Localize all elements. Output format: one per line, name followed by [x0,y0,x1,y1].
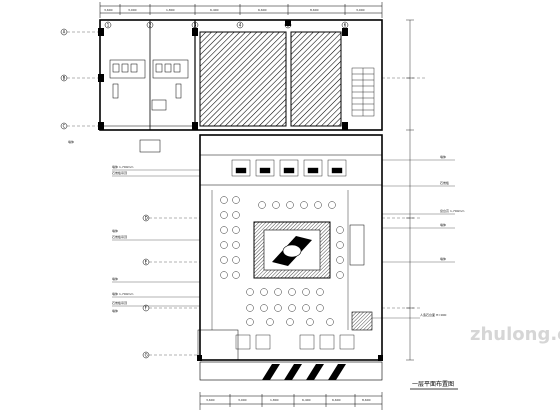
left-note-6: 墙体 [112,276,118,281]
right-notes: 墙体 石膏板 窗台高 1,700mm 墙体 墙体 人造石台面 H=900 [372,154,464,319]
left-note-5: 石膏板吊顶 [112,234,127,239]
right-note-3: 窗台高 1,700mm [440,208,464,213]
right-note-1: 墙体 [440,154,446,159]
right-note-4: 墙体 [440,222,446,227]
drawing-title: 一层平面布置图 [412,380,454,388]
axis-bubble-row-F: F [142,304,150,312]
svg-text:D: D [145,216,148,221]
dim-top-3: 1,800 [166,8,175,12]
svg-text:E: E [145,260,148,265]
central-buffet-island [253,221,331,279]
left-note-9: 墙体 [112,308,118,313]
left-note-4: 墙体 [112,228,118,233]
axis-bubble-row-E: E [142,258,150,266]
right-service-counter [349,224,373,331]
axis-bubble-row-G: G [142,351,150,359]
right-note-2: 石膏板 [440,180,449,185]
structural-columns [98,20,383,361]
drawing-title-block: 一层平面布置图 [410,380,458,390]
dim-top-6: 8,600 [310,8,319,12]
axis-bubble-row-D: D [142,214,150,222]
dim-bot-4: 6,400 [302,398,311,402]
bottom-dimension-labels: 3,600 3,000 1,800 6,400 6,600 8,600 [206,398,371,402]
hatched-storage-blocks [199,31,342,127]
left-notes: 墙体 墙体 1,700mm 石膏板吊顶 墙体 石膏板吊顶 墙体 墙体 1,700… [68,139,200,313]
dim-bot-6: 8,600 [362,398,371,402]
axis-bubble-row-C: C [60,122,68,130]
right-note-5: 墙体 [440,256,446,261]
svg-text:B: B [63,76,66,81]
dining-hall-walls [197,134,383,361]
axis-bubble-col-1: 1 [104,21,112,29]
top-dimension-chain [99,2,383,18]
left-note-1: 墙体 [68,139,74,144]
bottom-dimension-chain [199,392,383,410]
right-note-6: 人造石台面 H=900 [420,312,447,317]
top-dimension-labels: 3,600 3,000 1,800 6,400 6,600 8,600 3,00… [104,8,365,12]
dim-bot-2: 3,000 [238,398,247,402]
watermark-text: zhulong.com [470,324,560,345]
svg-text:A: A [63,30,66,35]
dim-top-4: 6,400 [210,8,219,12]
left-note-2: 墙体 1,700mm [112,164,133,169]
dim-bot-3: 1,800 [270,398,279,402]
left-note-8: 石膏板吊顶 [112,300,127,305]
entrance-strip [199,361,383,381]
svg-text:6: 6 [344,23,347,28]
stair [351,67,375,117]
axis-bubble-row-B: B [60,74,68,82]
dim-top-2: 3,000 [128,8,137,12]
dim-top-7: 3,000 [356,8,365,12]
axis-bubble-row-A: A [60,28,68,36]
toilet-rooms [109,59,189,153]
svg-text:C: C [63,124,66,129]
svg-text:F: F [145,306,148,311]
svg-text:4: 4 [239,23,242,28]
dim-top-1: 3,600 [104,8,113,12]
left-note-7: 墙体 1,700mm [112,291,133,296]
dim-bot-1: 3,600 [206,398,215,402]
dim-bot-5: 6,600 [332,398,341,402]
axis-bubble-col-4: 4 [236,21,244,29]
svg-text:G: G [145,353,148,358]
right-dimension-chain [406,19,414,361]
axis-bubble-col-6: 6 [341,21,349,29]
left-note-3: 石膏板吊顶 [112,170,127,175]
dim-top-5: 6,600 [258,8,267,12]
dining-tables [220,196,344,326]
svg-text:1: 1 [107,23,110,28]
booth-row-bottom [235,334,355,350]
booth-row-top [231,159,347,177]
